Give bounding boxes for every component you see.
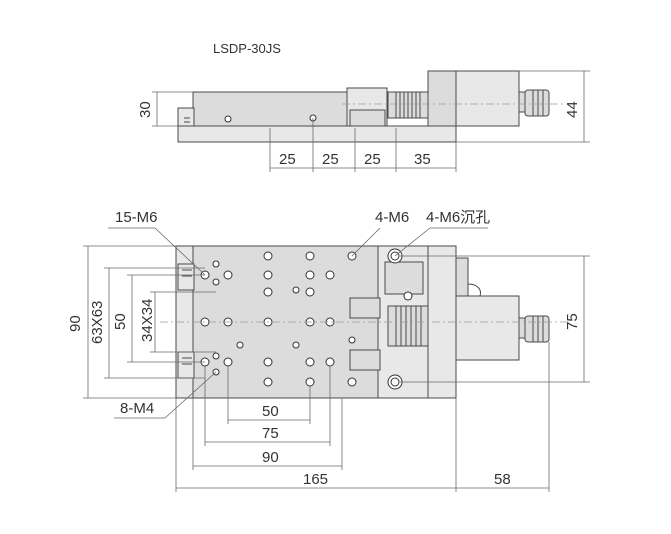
dim-50: 50 [112,313,129,330]
dim-pitch-4: 35 [414,151,431,168]
dim-75-vertical: 75 [564,313,581,330]
label-4-m6-counterbore: 4-M6沉孔 [426,209,490,226]
dim-height-30: 30 [137,101,154,118]
label-8-m4: 8-M4 [120,400,154,417]
side-stage [192,91,349,127]
dim-90-horizontal: 90 [262,449,279,466]
model-title: LSDP-30JS [213,41,281,56]
side-view: 30 44 25 25 25 35 [137,70,590,172]
top-coupling [387,305,429,347]
dim-height-44: 44 [564,101,581,118]
side-coupling [387,91,429,119]
side-base [177,125,457,143]
top-knob [524,315,550,343]
dim-58: 58 [494,471,511,488]
dim-pitch-2: 25 [322,151,339,168]
dim-165: 165 [303,471,328,488]
side-knob [524,89,550,117]
dim-34x34: 34X34 [139,299,156,342]
label-15-m6: 15-M6 [115,209,158,226]
top-motor [455,295,520,361]
top-stop-lower [177,351,195,379]
dim-50-horizontal: 50 [262,403,279,420]
dim-pitch-3: 25 [364,151,381,168]
dim-pitch-1: 25 [279,151,296,168]
top-view: 90 63X63 50 34X34 75 50 75 90 [67,209,590,492]
label-4-m6: 4-M6 [375,209,409,226]
side-stop [177,107,195,127]
dim-63x63: 63X63 [89,301,106,344]
dim-75-horizontal: 75 [262,425,279,442]
dim-width-90: 90 [67,315,84,332]
